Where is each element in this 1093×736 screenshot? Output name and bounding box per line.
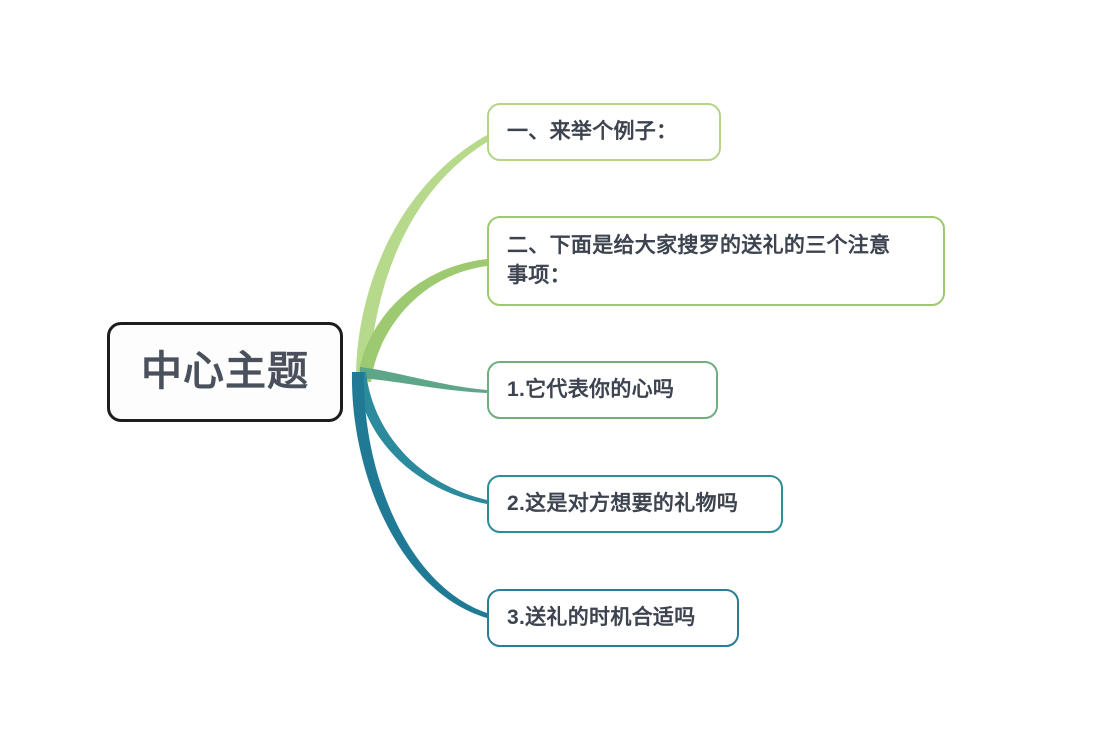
branch-curve-3 bbox=[360, 367, 487, 393]
topic-node-2-label: 二、下面是给大家搜罗的送礼的三个注意 事项： bbox=[507, 233, 891, 287]
topic-node-3-label: 1.它代表你的心吗 bbox=[507, 377, 675, 401]
topic-node-1-label: 一、来举个例子： bbox=[507, 119, 678, 143]
branch-curve-1 bbox=[356, 135, 487, 380]
center-topic-node[interactable]: 中心主题 bbox=[107, 322, 343, 422]
topic-node-4[interactable]: 2.这是对方想要的礼物吗 bbox=[487, 475, 783, 533]
topic-node-5[interactable]: 3.送礼的时机合适吗 bbox=[487, 589, 739, 647]
topic-node-5-label: 3.送礼的时机合适吗 bbox=[507, 605, 696, 629]
topic-node-1[interactable]: 一、来举个例子： bbox=[487, 103, 721, 161]
branch-curve-5 bbox=[351, 372, 487, 618]
topic-node-3[interactable]: 1.它代表你的心吗 bbox=[487, 361, 718, 419]
topic-node-4-label: 2.这是对方想要的礼物吗 bbox=[507, 491, 739, 515]
branch-curve-4 bbox=[356, 372, 487, 504]
topic-node-2[interactable]: 二、下面是给大家搜罗的送礼的三个注意 事项： bbox=[487, 216, 945, 306]
center-topic-label: 中心主题 bbox=[141, 348, 309, 395]
branch-curve-2 bbox=[358, 259, 487, 382]
